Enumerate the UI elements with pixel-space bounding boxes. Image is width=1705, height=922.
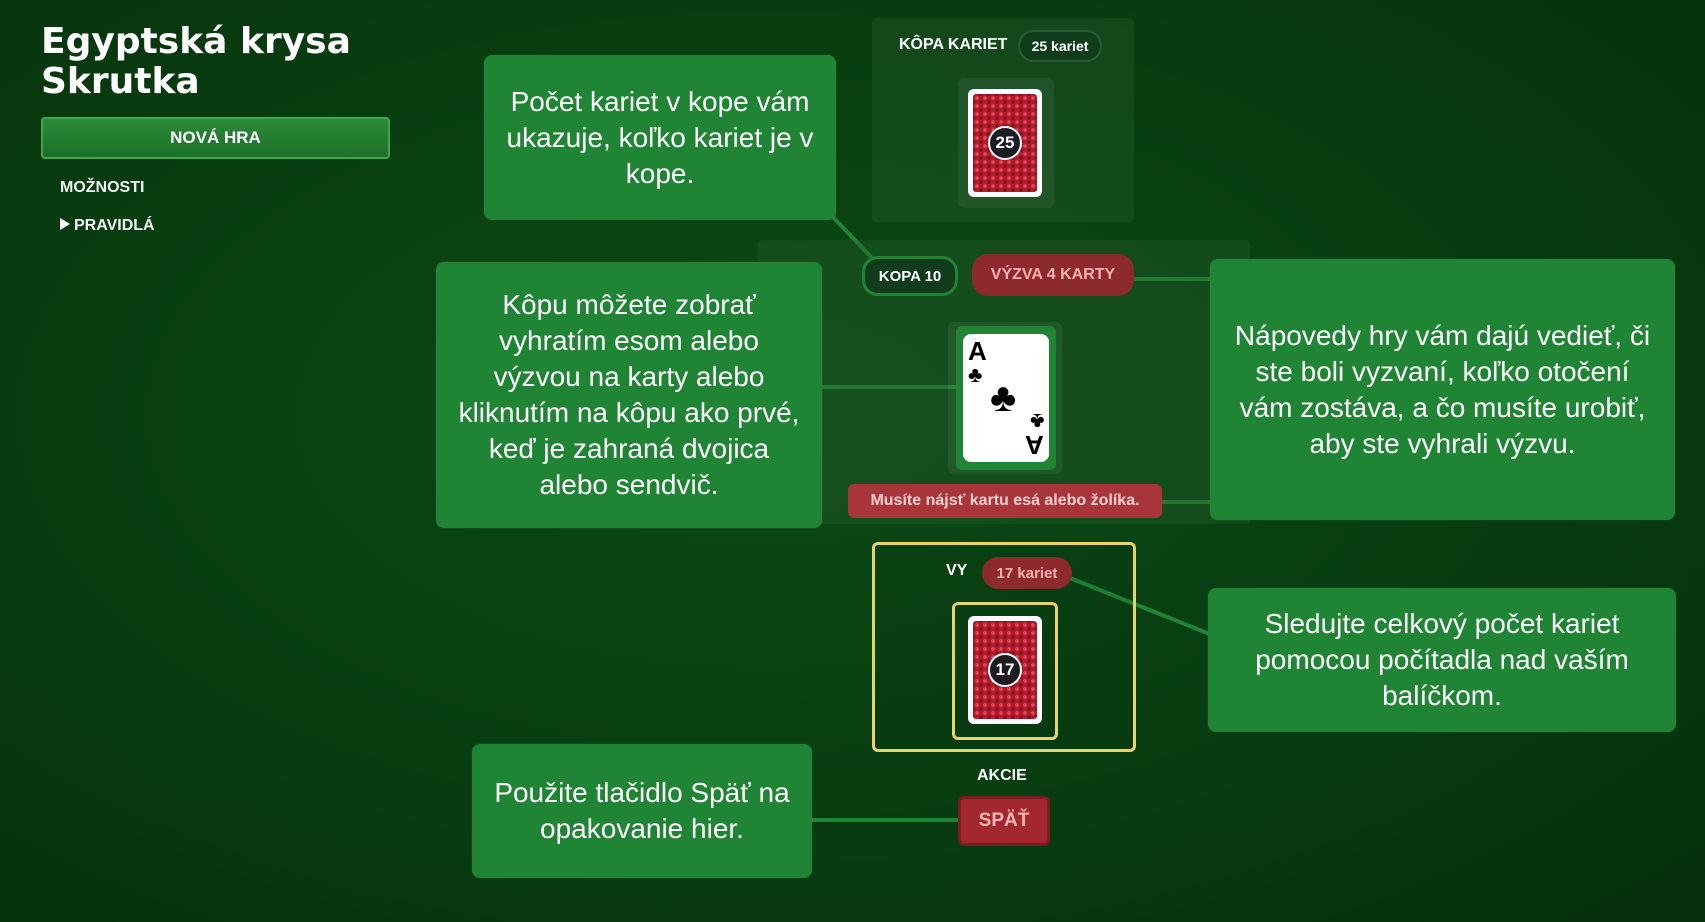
pile-count-badge: KOPA 10 xyxy=(862,256,958,296)
challenge-warning: Musíte nájsť kartu esá alebo žolíka. xyxy=(848,484,1162,518)
stock-count-badge: 25 kariet xyxy=(1018,30,1102,62)
triangle-right-icon xyxy=(60,218,70,230)
stock-label: KÔPA KARIET xyxy=(899,36,1008,53)
game-title: Egyptská krysa Skrutka xyxy=(41,22,351,102)
stock-tip: Počet kariet v kope vám ukazuje, koľko k… xyxy=(484,55,836,220)
player-deck-card[interactable]: 17 xyxy=(968,616,1042,724)
game-title-line2: Skrutka xyxy=(41,61,200,102)
undo-button[interactable]: SPÄŤ xyxy=(958,796,1050,846)
undo-tip: Použite tlačidlo Späť na opakovanie hier… xyxy=(472,744,812,878)
club-icon: ♣ xyxy=(968,362,983,387)
stock-card-count: 25 xyxy=(988,126,1022,160)
rules-toggle[interactable]: PRAVIDLÁ xyxy=(60,217,155,235)
rules-label: PRAVIDLÁ xyxy=(74,217,155,234)
player-label: VY xyxy=(946,562,968,579)
new-game-button[interactable]: NOVÁ HRA xyxy=(41,117,390,159)
club-icon-center: ♣ xyxy=(990,376,1017,420)
options-link[interactable]: MOŽNOSTI xyxy=(60,179,145,196)
pile-top-card[interactable]: A ♣ ♣ ♣ A xyxy=(963,334,1049,462)
player-count-badge: 17 kariet xyxy=(982,557,1072,589)
player-deck-slot xyxy=(952,602,1058,740)
player-card-count: 17 xyxy=(988,653,1022,687)
pile-tip: Kôpu môžete zobrať vyhratím esom alebo v… xyxy=(436,262,822,528)
hint-tip: Nápovedy hry vám dajú vedieť, či ste bol… xyxy=(1210,259,1675,520)
actions-label: AKCIE xyxy=(977,767,1027,784)
challenge-badge: VÝZVA 4 KARTY xyxy=(972,254,1134,296)
card-rank-bottom: A xyxy=(1025,430,1044,460)
count-tip: Sledujte celkový počet kariet pomocou po… xyxy=(1208,588,1676,732)
stock-card[interactable]: 25 xyxy=(968,89,1042,197)
card-rank-top: A xyxy=(968,336,987,366)
game-title-line1: Egyptská krysa xyxy=(41,21,351,62)
